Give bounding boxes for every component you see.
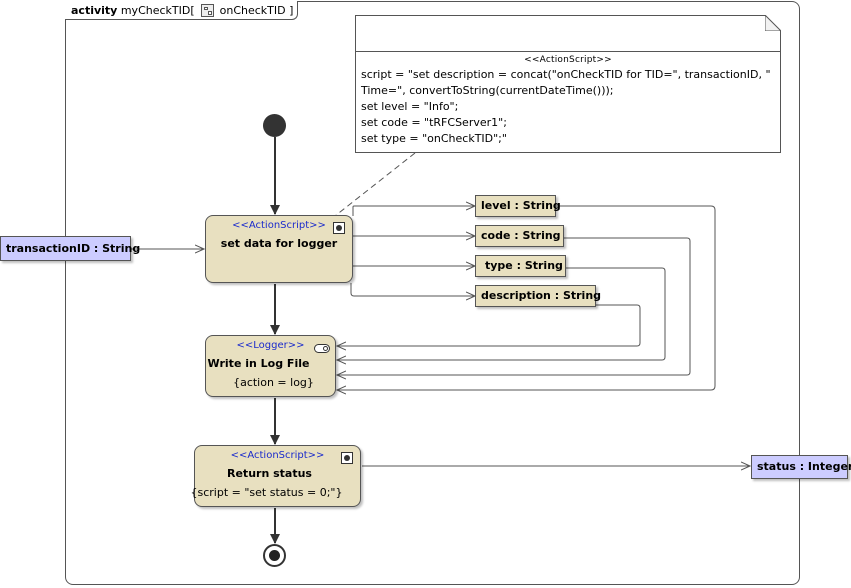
frame-keyword: activity bbox=[71, 4, 118, 17]
frame-activity-name: myCheckTID bbox=[120, 4, 191, 17]
note-divider bbox=[356, 51, 780, 52]
object-flow-code-to-logger bbox=[337, 237, 691, 375]
action-stereotype: <<Logger>> bbox=[236, 340, 305, 351]
activity-diagram-icon bbox=[201, 4, 215, 17]
action-script-icon bbox=[341, 452, 353, 464]
action-name: Write in Log File bbox=[207, 357, 310, 370]
object-flow-set-data-to-level bbox=[352, 206, 475, 216]
action-write-in-log-file[interactable]: <<Logger>> Write in Log File {action = l… bbox=[205, 335, 336, 397]
anchor-note-to-set-data bbox=[334, 152, 416, 217]
action-stereotype: <<ActionScript>> bbox=[230, 450, 325, 461]
parameter-status[interactable]: status : Integer bbox=[751, 455, 851, 479]
object-flow-set-data-to-description bbox=[350, 283, 475, 296]
action-script-icon bbox=[333, 222, 345, 234]
action-property: {script = "set status = 0;"} bbox=[190, 486, 343, 499]
output-pin-code[interactable]: code : String bbox=[475, 225, 564, 247]
object-flow-type-to-logger bbox=[337, 267, 666, 360]
note-folded-corner bbox=[765, 15, 781, 31]
action-name: set data for logger bbox=[220, 237, 338, 250]
action-property: {action = log} bbox=[233, 376, 314, 389]
frame-open-bracket: [ bbox=[190, 4, 195, 17]
frame-close-bracket: ] bbox=[289, 4, 294, 17]
note-line: script = "set description = concat("onCh… bbox=[361, 68, 771, 81]
note-line: set level = "Info"; bbox=[361, 100, 459, 113]
activity-final-node[interactable] bbox=[263, 544, 286, 567]
logger-icon bbox=[314, 344, 330, 353]
object-flow-description-to-logger bbox=[337, 304, 641, 346]
output-pin-description[interactable]: description : String bbox=[475, 285, 601, 307]
parameter-transactionid[interactable]: transactionID : String bbox=[0, 236, 140, 261]
note-line: set type = "onCheckTID";" bbox=[361, 132, 507, 145]
initial-node[interactable] bbox=[263, 114, 286, 137]
action-stereotype: <<ActionScript>> bbox=[232, 220, 326, 231]
frame-context-name: onCheckTID bbox=[219, 4, 286, 17]
object-flow-level-to-logger bbox=[337, 205, 716, 390]
note-line: set code = "tRFCServer1"; bbox=[361, 116, 507, 129]
note-line: Time=", convertToString(currentDateTime(… bbox=[361, 84, 614, 97]
note-script-text: script = "set description = concat("onCh… bbox=[361, 67, 777, 147]
frame-header: activity myCheckTID[ onCheckTID ] bbox=[65, 1, 299, 20]
output-pin-level[interactable]: level : String bbox=[475, 195, 561, 217]
note-stereotype: <<ActionScript>> bbox=[524, 55, 612, 65]
action-script-note bbox=[355, 15, 781, 153]
action-set-data-for-logger[interactable]: <<ActionScript>> set data for logger bbox=[205, 215, 353, 283]
action-name: Return status bbox=[227, 467, 312, 480]
action-return-status[interactable]: <<ActionScript>> Return status {script =… bbox=[190, 445, 361, 507]
output-pin-type[interactable]: type : String bbox=[475, 255, 566, 277]
